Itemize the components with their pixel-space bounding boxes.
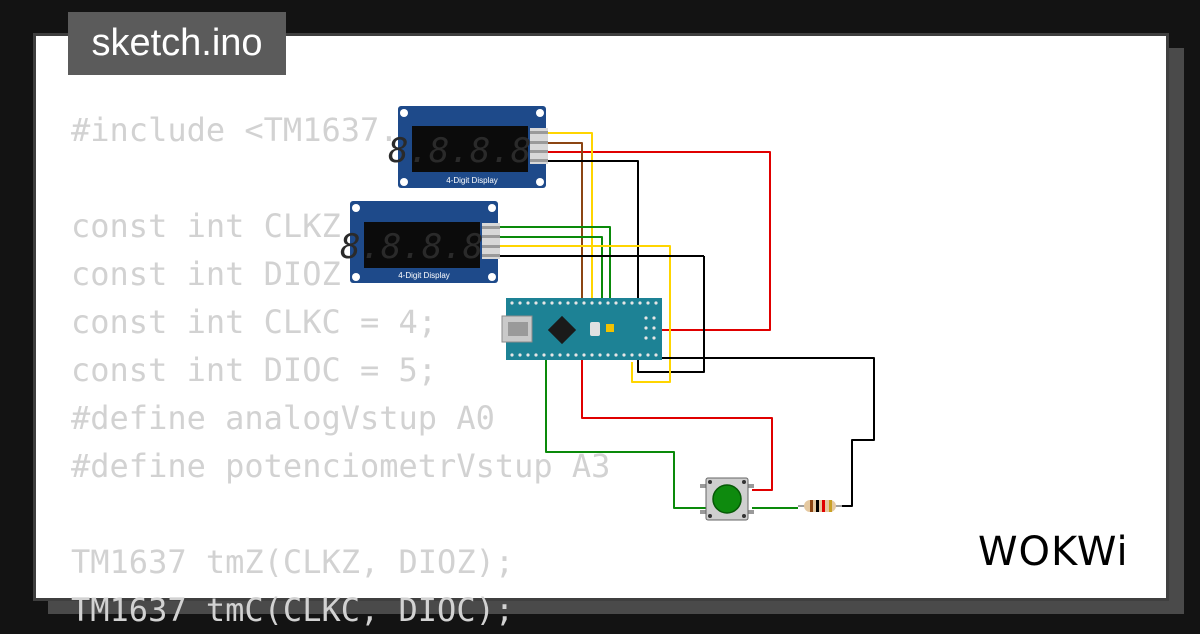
digits-top: 8.8.8.8. (388, 131, 552, 171)
code-line: #include <TM1637. (71, 111, 399, 149)
wire-black (640, 357, 875, 507)
filename-tab[interactable]: sketch.ino (68, 12, 286, 75)
code-line: const int DIOZ (71, 255, 341, 293)
code-line: const int CLKZ (71, 207, 341, 245)
header-pins (510, 301, 658, 357)
code-background: #include <TM1637. const int CLKZ const int… (71, 106, 610, 634)
wire-yellow (500, 245, 671, 383)
resistor-icon[interactable] (798, 500, 842, 512)
code-line: #define potenciometrVstup A3 (71, 447, 611, 485)
wire-black (548, 160, 705, 373)
arduino-nano-icon[interactable] (501, 298, 662, 360)
wokwi-logo: WOKWi (978, 529, 1129, 575)
wire-green (545, 360, 708, 509)
display-top[interactable]: 8.8.8.8. 4-Digit Display (388, 106, 552, 188)
wire-red (581, 360, 773, 491)
code-line: const int DIOC = 5; (71, 351, 438, 389)
display-label-bottom: 4-Digit Display (398, 271, 450, 280)
display-label-top: 4-Digit Display (446, 176, 498, 185)
wire-green (500, 236, 603, 300)
display-bottom[interactable]: 8.8.8.8. 4-Digit Display (340, 201, 504, 283)
wire-yellow (548, 132, 593, 300)
pushbutton-icon[interactable] (700, 477, 754, 521)
wire-green (500, 226, 611, 300)
wires (500, 132, 875, 509)
digits-bottom: 8.8.8.8. (340, 227, 504, 267)
code-line: #define analogVstup A0 (71, 399, 495, 437)
code-line: TM1637 tmC(CLKC, DIOC); (71, 591, 515, 629)
wire-brown (548, 142, 583, 300)
code-line: const int CLKC = 4; (71, 303, 438, 341)
code-line: TM1637 tmZ(CLKZ, DIOZ); (71, 543, 515, 581)
